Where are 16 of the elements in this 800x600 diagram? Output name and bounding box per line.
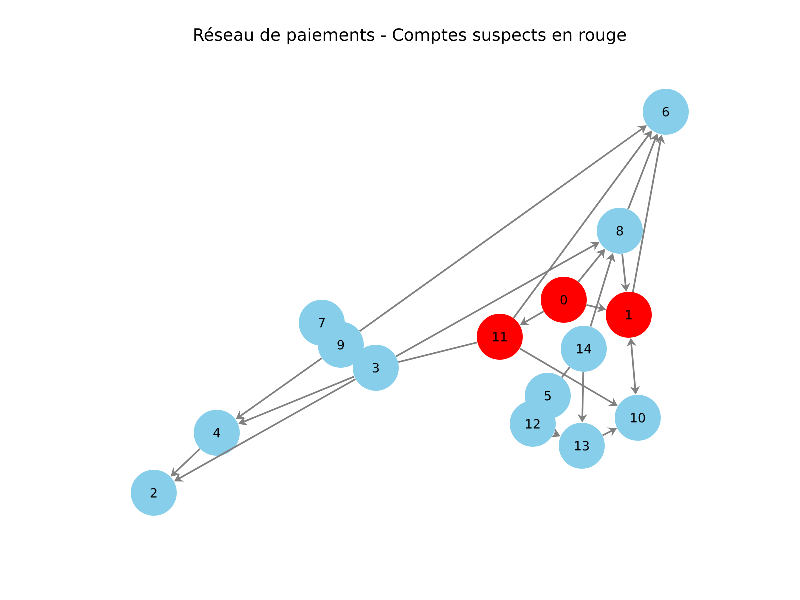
account-node: 14 — [561, 326, 607, 372]
account-node: 0 — [541, 277, 587, 323]
arrow — [578, 249, 606, 282]
account-node: 13 — [559, 423, 605, 469]
account-node: 4 — [194, 410, 240, 456]
account-node: 8 — [597, 208, 643, 254]
account-node: 3 — [353, 345, 399, 391]
account-node: 10 — [615, 395, 661, 441]
account-node: 11 — [477, 314, 523, 360]
account-node: 2 — [131, 470, 177, 516]
title: Réseau de paiements - Comptes suspects en rouge — [194, 28, 626, 44]
account-node: 12 — [510, 401, 556, 447]
account-node: 1 — [606, 292, 652, 338]
node-label: 5 — [544, 391, 551, 401]
node-label: 12 — [526, 419, 540, 429]
account-node: 6 — [643, 89, 689, 135]
